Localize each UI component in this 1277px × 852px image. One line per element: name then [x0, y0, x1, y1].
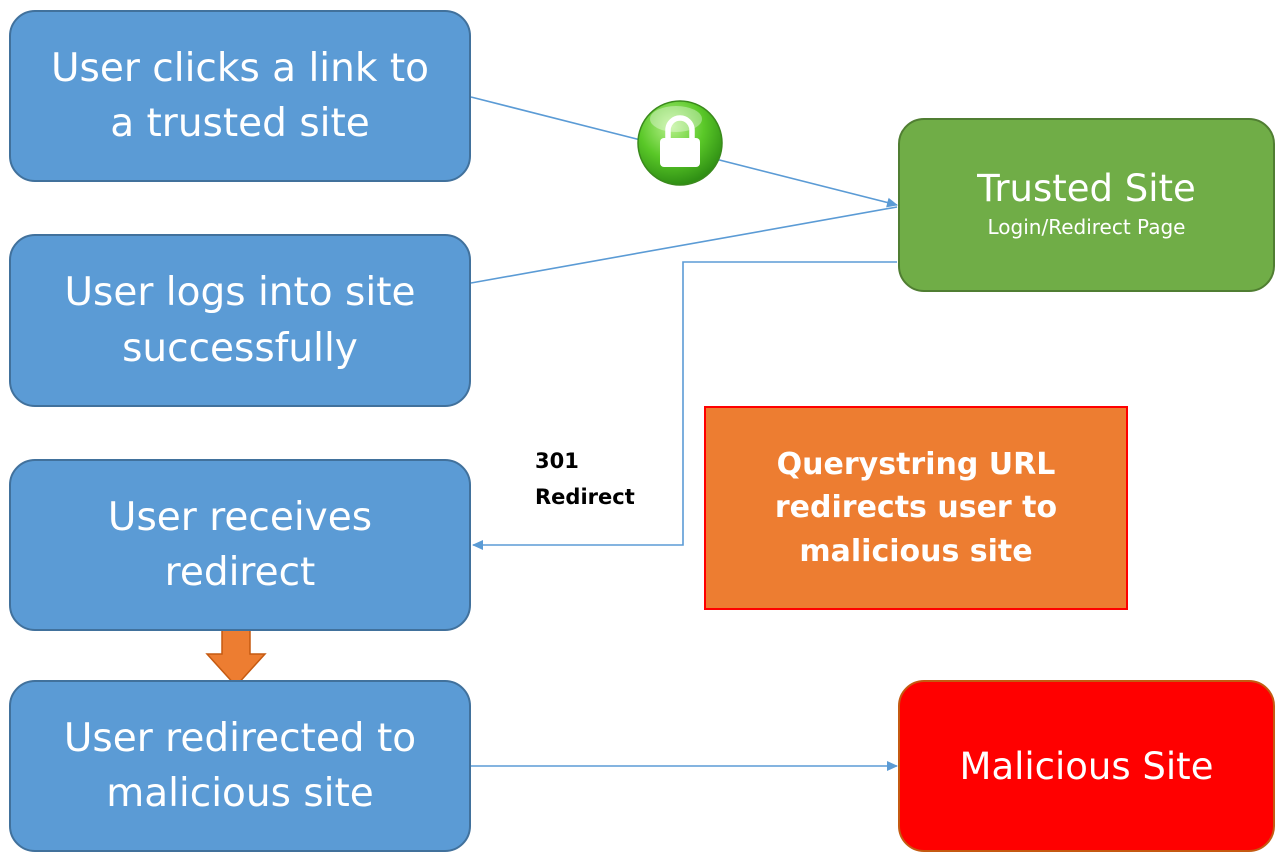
step-login-success-line-1: User logs into site	[64, 270, 416, 316]
step-redirected-malicious-line-2: malicious site	[106, 771, 374, 816]
step-click-trusted-link-line-1: User clicks a link to	[51, 45, 429, 91]
step-login-success: User logs into site successfully	[9, 234, 471, 407]
redirect-label-text: Redirect	[535, 484, 635, 509]
step-click-trusted-link: User clicks a link to a trusted site	[9, 10, 471, 182]
trusted-site-node: Trusted Site Login/Redirect Page	[898, 118, 1275, 292]
connector-login-to-trusted	[470, 206, 898, 284]
querystring-note: Querystring URL redirects user to malici…	[704, 406, 1128, 610]
querystring-note-line-3: malicious site	[799, 533, 1033, 569]
malicious-site-title: Malicious Site	[959, 744, 1214, 788]
connector-trusted-to-redirect	[472, 261, 897, 550]
malicious-site-node: Malicious Site	[898, 680, 1275, 852]
redirect-label-code: 301	[535, 449, 579, 473]
step-click-trusted-link-line-2: a trusted site	[110, 101, 370, 146]
step-login-success-line-2: successfully	[122, 325, 358, 371]
trusted-site-title: Trusted Site	[977, 166, 1196, 210]
lock-icon	[637, 100, 723, 186]
trusted-site-subtitle: Login/Redirect Page	[987, 215, 1186, 240]
step-receive-redirect-line-2: redirect	[164, 550, 316, 595]
redirect-label: 301 Redirect	[535, 444, 635, 515]
querystring-note-line-1: Querystring URL	[776, 446, 1056, 482]
querystring-note-line-2: redirects user to	[774, 490, 1058, 526]
step-redirected-malicious-line-1: User redirected to	[63, 715, 417, 761]
step-receive-redirect-line-1: User receives	[107, 494, 373, 540]
step-receive-redirect: User receives redirect	[9, 459, 471, 631]
step-redirected-malicious: User redirected to malicious site	[9, 680, 471, 852]
